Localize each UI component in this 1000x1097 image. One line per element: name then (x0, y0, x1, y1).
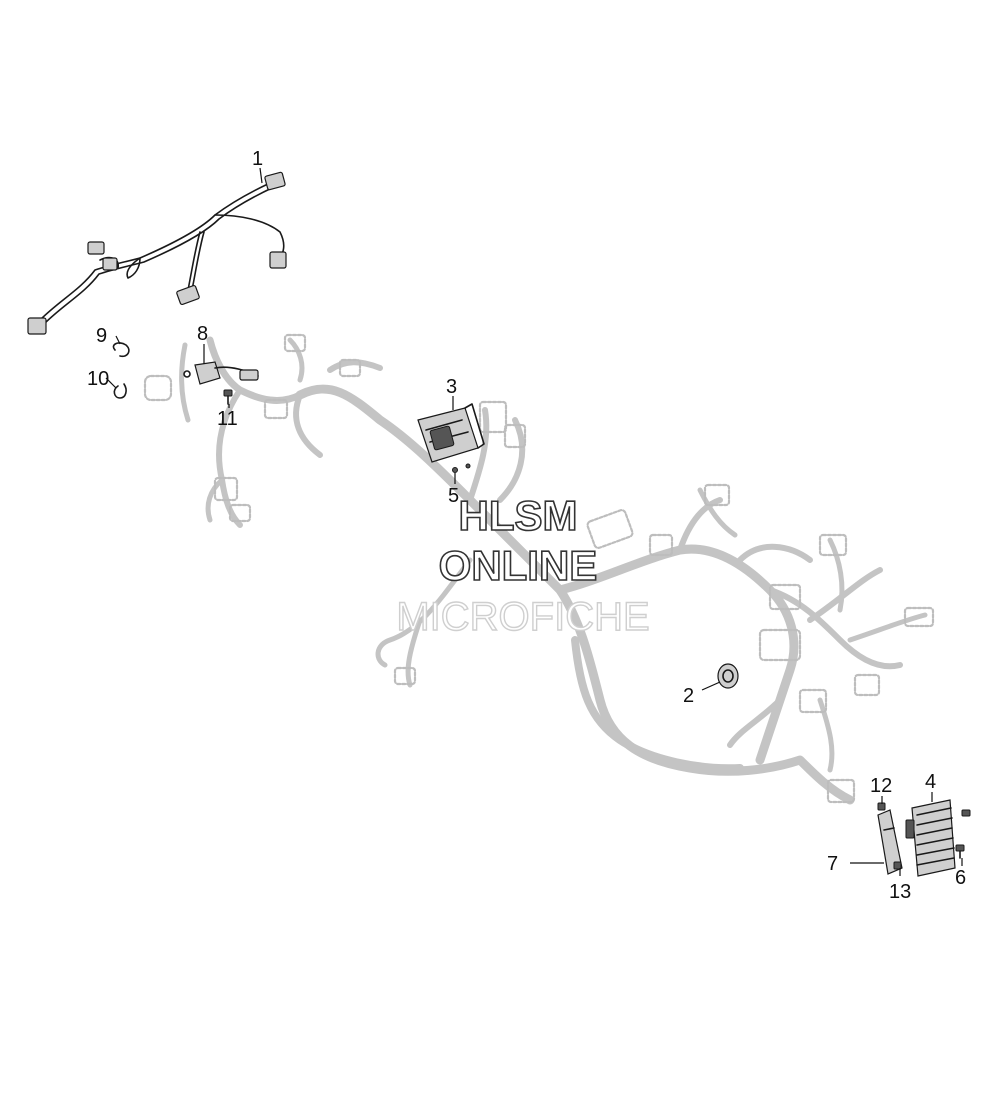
leader-lines (105, 167, 963, 876)
part-10-cable-tie (113, 383, 127, 399)
part-12-bolt (877, 802, 886, 811)
watermark-line-1: HLSM (459, 492, 578, 539)
part-2-grommet (717, 663, 739, 689)
callout-4: 4 (925, 771, 936, 793)
part-7-bracket-plate (877, 809, 903, 875)
part-9-cable-tie (112, 342, 130, 358)
part-4-regulator (905, 799, 956, 877)
callout-8: 8 (197, 323, 208, 345)
part-5-screw (452, 463, 471, 473)
part-13-bolt (893, 861, 902, 870)
watermark-line-2: ONLINE (439, 542, 598, 589)
part-8-bracket (183, 361, 259, 385)
callout-9: 9 (96, 325, 107, 347)
watermark: HLSM ONLINE MICROFICHE (396, 491, 651, 640)
callout-11: 11 (217, 408, 238, 430)
watermark-line-3: MICROFICHE (396, 595, 649, 639)
part-11-bolt (223, 389, 233, 405)
part-6-bolt-upper (961, 809, 971, 817)
callout-7: 7 (827, 853, 838, 875)
part-3-ecu (417, 403, 485, 463)
callout-2: 2 (683, 685, 694, 707)
main-harness-ghost (143, 333, 935, 805)
part-1-sub-harness (27, 171, 287, 335)
callout-3: 3 (446, 376, 457, 398)
callout-5: 5 (448, 485, 459, 507)
callout-12: 12 (870, 775, 892, 797)
callout-13: 13 (889, 881, 911, 903)
callout-1: 1 (252, 148, 263, 170)
callout-10: 10 (87, 368, 109, 390)
callout-6: 6 (955, 867, 966, 889)
callout-labels: 1 2 3 4 5 6 7 8 9 10 11 12 13 (87, 148, 966, 903)
part-6-bolt (955, 844, 965, 859)
